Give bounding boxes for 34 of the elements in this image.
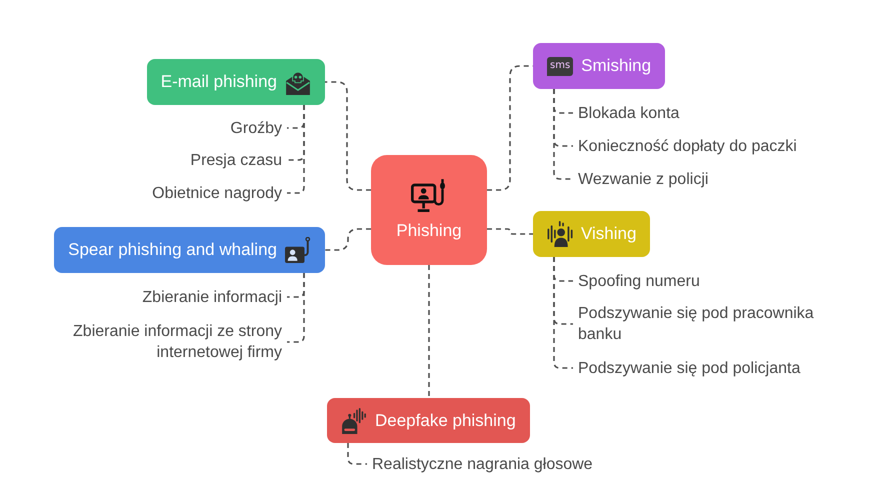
topic-label: Vishing (581, 224, 636, 244)
topic-label: Deepfake phishing (375, 410, 516, 430)
subtopic-text: Blokada konta (578, 102, 680, 124)
subtopic-text: Zbieranie informacji ze strony internetowej firmy (32, 321, 282, 363)
subtopic-text: Zbieranie informacji (142, 286, 282, 308)
topic-box (533, 211, 650, 257)
subtopic-text: Groźby (230, 118, 282, 138)
subtopic-text: Spoofing numeru (578, 270, 700, 292)
topic-box (327, 398, 530, 443)
dashed-connector (287, 273, 305, 343)
dashed-connector (428, 265, 430, 398)
subtopic-text: Podszywanie się pod pracownika banku (578, 303, 846, 345)
topic-label: E-mail phishing (160, 72, 277, 92)
subtopic-text: Wezwanie z policji (578, 168, 708, 190)
dashed-connector (325, 81, 371, 191)
topic-label: Phishing (396, 221, 462, 241)
subtopic-text: Konieczność dopłaty do paczki (578, 136, 797, 156)
dashed-connector (287, 105, 305, 194)
sms-speech-bubble: sms (547, 56, 574, 76)
topic-label: Smishing (581, 56, 652, 76)
dashed-connector (487, 228, 533, 235)
dashed-connector (325, 228, 371, 251)
topic-box (146, 59, 325, 105)
dashed-connector (553, 89, 573, 180)
subtopic-text: Realistyczne nagrania głosowe (372, 454, 593, 474)
topic-box (533, 43, 666, 89)
subtopic-text: Obietnice nagrody (152, 182, 282, 204)
dashed-connector (553, 257, 573, 369)
topic-box (54, 227, 325, 273)
central-topic-box (371, 155, 487, 265)
dashed-connector (347, 443, 367, 465)
topic-label: Spear phishing and whaling (68, 240, 277, 260)
subtopic-text: Presja czasu (190, 150, 282, 170)
subtopic-text: Podszywanie się pod policjanta (578, 358, 800, 378)
